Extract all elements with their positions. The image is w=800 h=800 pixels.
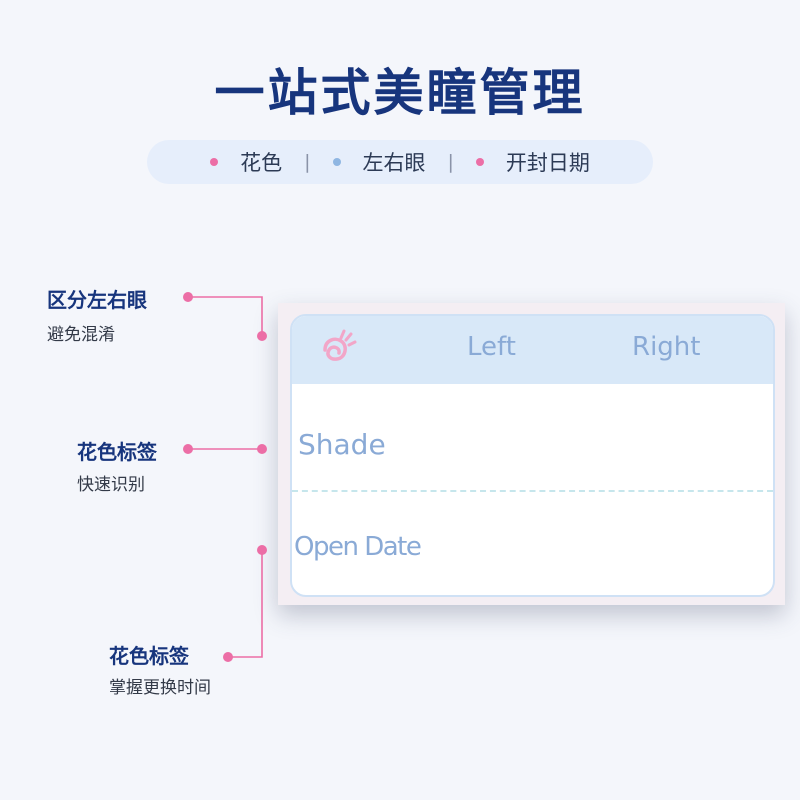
callout-desc-open-date: 掌握更换时间 [109, 678, 211, 698]
callout-connector-open-date [228, 550, 263, 658]
feature-label: 花色 [240, 151, 283, 175]
page-title: 一站式美瞳管理 [214, 64, 586, 122]
label-sticker: Left Right Shade Open Date [290, 314, 775, 597]
pink-dot-icon [183, 292, 193, 302]
pink-dot-icon [475, 158, 484, 166]
feature-item-shade: 花色 [210, 147, 282, 177]
pink-dot-icon [257, 331, 267, 341]
dashed-divider [292, 490, 773, 492]
callout-title-shade: 花色标签 [77, 440, 157, 464]
callout-desc-shade: 快速识别 [77, 475, 145, 495]
label-header: Left Right [292, 316, 773, 384]
callout-desc-eye-side: 避免混淆 [47, 325, 115, 345]
column-label-right: Right [632, 332, 701, 362]
feature-separator: | [447, 151, 454, 173]
feature-pill: 花色 | 左右眼 | 开封日期 [147, 140, 653, 184]
feature-separator: | [304, 151, 311, 173]
feature-label: 左右眼 [362, 151, 426, 175]
row-label-open-date: Open Date [294, 532, 422, 562]
pink-dot-icon [183, 444, 193, 454]
callout-connector-eye-side [188, 296, 263, 336]
feature-item-open-date: 开封日期 [475, 147, 590, 177]
column-label-left: Left [467, 332, 516, 362]
callout-title-eye-side: 区分左右眼 [47, 288, 147, 312]
pink-dot-icon [210, 158, 219, 166]
row-label-shade: Shade [298, 428, 386, 461]
feature-item-eye-side: 左右眼 [332, 147, 426, 177]
pink-dot-icon [257, 545, 267, 555]
blue-dot-icon [332, 158, 341, 166]
feature-label: 开封日期 [505, 151, 590, 175]
callout-title-open-date: 花色标签 [109, 644, 189, 668]
eye-swirl-logo-icon [323, 329, 357, 361]
pink-dot-icon [223, 652, 233, 662]
pink-dot-icon [257, 444, 267, 454]
